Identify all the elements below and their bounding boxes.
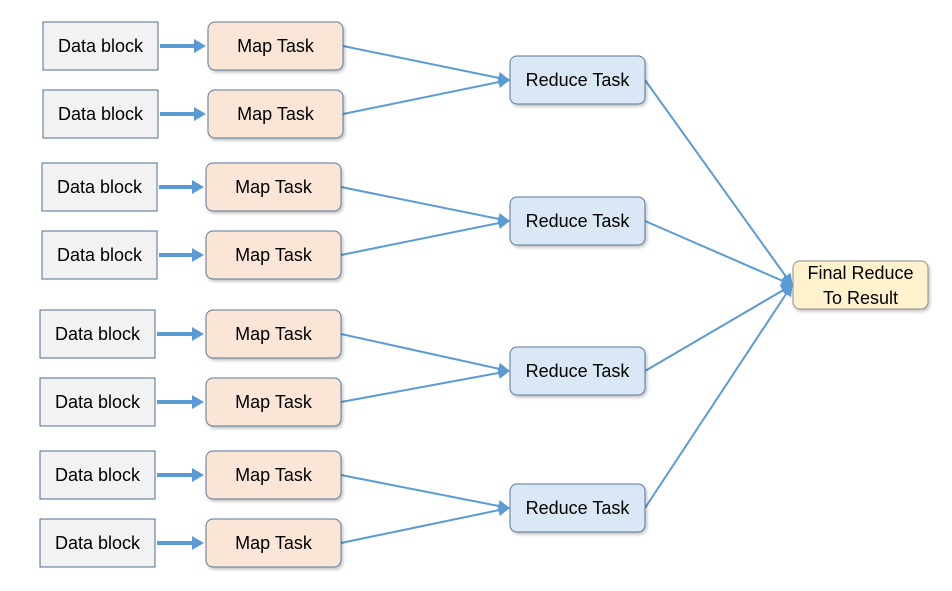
map-task-label: Map Task	[235, 392, 313, 412]
data-block-label: Data block	[58, 36, 144, 56]
data-to-map-arrowhead	[192, 180, 204, 194]
map-task-label: Map Task	[235, 177, 313, 197]
data-to-map-arrowhead	[192, 468, 204, 482]
reduce-task: Reduce Task	[509, 346, 646, 396]
data-block-box	[42, 21, 159, 71]
map-task: Map Task	[205, 518, 342, 568]
reduce-to-final-arrow	[644, 283, 793, 509]
data-block-box	[39, 518, 156, 568]
map-to-reduce-arrow	[340, 367, 511, 403]
reduce-task: Reduce Task	[509, 55, 646, 105]
map-task-box	[205, 377, 342, 427]
data-block: Data block	[42, 21, 159, 71]
reduce-task-box	[509, 196, 646, 246]
map-task-box	[207, 89, 344, 139]
map-task: Map Task	[205, 450, 342, 500]
map-task-label: Map Task	[237, 104, 315, 124]
data-block-label: Data block	[55, 392, 141, 412]
map-task: Map Task	[207, 21, 344, 71]
map-task-label: Map Task	[235, 533, 313, 553]
map-task-box	[207, 21, 344, 71]
data-block: Data block	[39, 309, 156, 359]
map-to-reduce-arrow	[340, 504, 511, 544]
map-task: Map Task	[205, 377, 342, 427]
map-task-box	[205, 518, 342, 568]
data-block: Data block	[41, 162, 158, 212]
data-block-label: Data block	[58, 104, 144, 124]
map-task-box	[205, 230, 342, 280]
data-to-map-arrowhead	[192, 395, 204, 409]
map-task-label: Map Task	[237, 36, 315, 56]
data-to-map-arrowhead	[194, 39, 206, 53]
map-task: Map Task	[205, 230, 342, 280]
reduce-task-box	[509, 55, 646, 105]
data-block-box	[41, 162, 158, 212]
reduce-task-label: Reduce Task	[526, 361, 631, 381]
map-to-reduce-arrow	[342, 76, 511, 115]
map-to-reduce-arrow	[340, 186, 511, 225]
map-to-reduce-arrow	[342, 45, 511, 84]
reduce-to-final-arrow	[644, 220, 794, 287]
reduce-task: Reduce Task	[509, 483, 646, 533]
reduce-task-label: Reduce Task	[526, 498, 631, 518]
final-reduce-label-line1: Final Reduce	[807, 263, 913, 283]
reduce-task-label: Reduce Task	[526, 70, 631, 90]
final-reduce: Final Reduce To Result	[792, 260, 929, 310]
final-reduce-box	[792, 260, 929, 310]
reduce-task-label: Reduce Task	[526, 211, 631, 231]
reduce-to-final-arrow	[644, 284, 794, 372]
reduce-to-final-arrow	[644, 79, 793, 286]
data-block-label: Data block	[57, 245, 143, 265]
map-task-label: Map Task	[235, 245, 313, 265]
map-task: Map Task	[205, 309, 342, 359]
data-block: Data block	[39, 450, 156, 500]
data-block: Data block	[41, 230, 158, 280]
map-task-box	[205, 309, 342, 359]
data-block-box	[42, 89, 159, 139]
data-block: Data block	[39, 377, 156, 427]
data-to-map-arrowhead	[192, 327, 204, 341]
data-block-label: Data block	[57, 177, 143, 197]
data-block-label: Data block	[55, 533, 141, 553]
data-block: Data block	[42, 89, 159, 139]
map-task: Map Task	[207, 89, 344, 139]
data-block-box	[39, 309, 156, 359]
map-to-reduce-arrow	[340, 474, 511, 512]
map-task: Map Task	[205, 162, 342, 212]
map-task-label: Map Task	[235, 324, 313, 344]
data-to-map-arrowhead	[194, 107, 206, 121]
map-to-reduce-arrow	[340, 333, 511, 375]
data-block-box	[41, 230, 158, 280]
final-reduce-label-line2: To Result	[823, 288, 898, 308]
data-to-map-arrowhead	[192, 536, 204, 550]
reduce-task: Reduce Task	[509, 196, 646, 246]
reduce-task-box	[509, 483, 646, 533]
data-block: Data block	[39, 518, 156, 568]
data-block-box	[39, 450, 156, 500]
map-task-label: Map Task	[235, 465, 313, 485]
arrows-layer	[157, 39, 794, 550]
map-task-box	[205, 162, 342, 212]
map-task-box	[205, 450, 342, 500]
data-to-map-arrowhead	[192, 248, 204, 262]
data-block-label: Data block	[55, 465, 141, 485]
data-block-label: Data block	[55, 324, 141, 344]
reduce-task-box	[509, 346, 646, 396]
map-to-reduce-arrow	[340, 217, 511, 256]
data-block-box	[39, 377, 156, 427]
